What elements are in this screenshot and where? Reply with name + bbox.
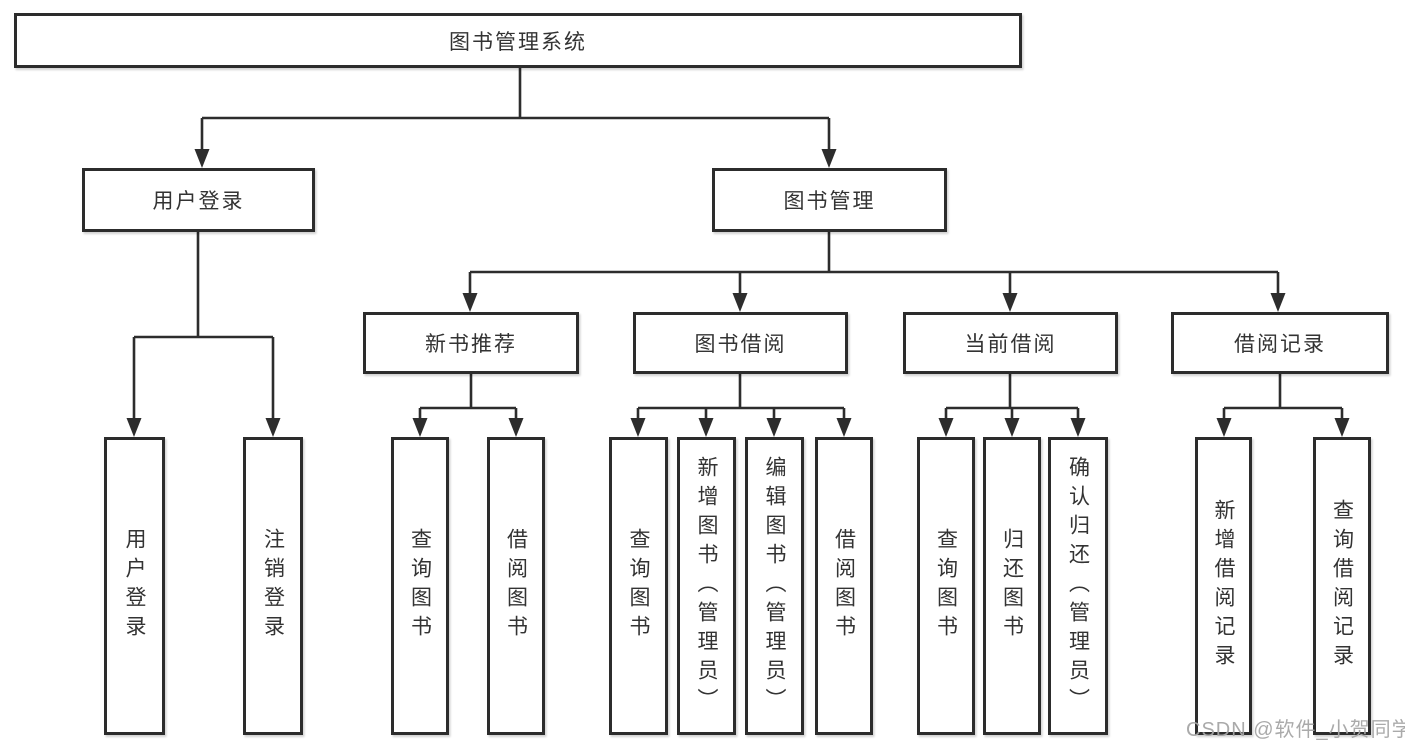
node-records-label: 借阅记录: [1234, 333, 1326, 356]
leaf-borrow-book: 借阅图书: [815, 437, 873, 735]
arrow-down-icon: [265, 418, 281, 437]
leaf-borrow-edit-label: 编辑图书（管理员）: [763, 455, 786, 717]
leaf-logout-label: 注销登录: [261, 528, 285, 644]
leaf-current-confirm-label: 确认归还（管理员）: [1066, 455, 1090, 717]
node-user-login: 用户登录: [82, 168, 315, 232]
leaf-logout: 注销登录: [243, 437, 303, 735]
connector-user-login: [132, 232, 275, 420]
leaf-borrow-query: 查询图书: [609, 437, 668, 735]
leaf-current-query-label: 查询图书: [934, 528, 958, 644]
leaf-borrow-add-label: 新增图书（管理员）: [695, 455, 718, 717]
arrow-down-icon: [938, 418, 954, 437]
connector-borrow: [636, 374, 846, 420]
arrow-down-icon: [412, 418, 428, 437]
node-borrow: 图书借阅: [633, 312, 848, 374]
arrow-down-icon: [821, 149, 837, 168]
connector-current: [944, 374, 1080, 420]
arrow-down-icon: [462, 293, 478, 312]
arrow-down-icon: [1070, 418, 1086, 437]
leaf-current-confirm: 确认归还（管理员）: [1048, 437, 1108, 735]
leaf-borrow-edit: 编辑图书（管理员）: [745, 437, 804, 735]
node-new-book: 新书推荐: [363, 312, 579, 374]
connector-book-mgmt: [468, 232, 1280, 294]
leaf-newbook-query: 查询图书: [391, 437, 449, 735]
leaf-records-add: 新增借阅记录: [1195, 437, 1252, 735]
arrow-down-icon: [1270, 293, 1286, 312]
node-borrow-label: 图书借阅: [694, 333, 787, 356]
node-current: 当前借阅: [903, 312, 1118, 374]
arrow-down-icon: [1002, 293, 1018, 312]
leaf-borrow-query-label: 查询图书: [627, 528, 650, 644]
watermark: CSDN @软件_小贺同学: [1186, 719, 1405, 741]
arrow-down-icon: [630, 418, 646, 437]
node-book-mgmt-label: 图书管理: [783, 190, 876, 213]
node-book-mgmt: 图书管理: [712, 168, 947, 232]
arrow-down-icon: [1004, 418, 1020, 437]
leaf-newbook-borrow-label: 借阅图书: [504, 528, 528, 644]
arrow-down-icon: [1334, 418, 1350, 437]
connector-new-book: [418, 374, 518, 420]
node-new-book-label: 新书推荐: [425, 333, 517, 356]
leaf-newbook-borrow: 借阅图书: [487, 437, 545, 735]
leaf-borrow-add: 新增图书（管理员）: [677, 437, 736, 735]
node-user-login-label: 用户登录: [152, 190, 245, 213]
leaf-user-login-label: 用户登录: [123, 528, 146, 644]
node-root-label: 图书管理系统: [449, 30, 587, 54]
leaf-records-add-label: 新增借阅记录: [1212, 499, 1235, 673]
arrow-down-icon: [1216, 418, 1232, 437]
arrow-down-icon: [732, 293, 748, 312]
arrow-down-icon: [836, 418, 852, 437]
leaf-current-return: 归还图书: [983, 437, 1041, 735]
node-records: 借阅记录: [1171, 312, 1389, 374]
node-root: 图书管理系统: [14, 13, 1022, 68]
arrow-down-icon: [508, 418, 524, 437]
leaf-current-return-label: 归还图书: [1000, 528, 1024, 644]
arrow-down-icon: [126, 418, 142, 437]
leaf-current-query: 查询图书: [917, 437, 975, 735]
node-current-label: 当前借阅: [964, 333, 1057, 356]
leaf-user-login: 用户登录: [104, 437, 165, 735]
arrow-down-icon: [766, 418, 782, 437]
arrow-down-icon: [698, 418, 714, 437]
leaf-newbook-query-label: 查询图书: [408, 528, 432, 644]
leaf-borrow-book-label: 借阅图书: [832, 528, 856, 644]
connector-root: [200, 68, 831, 150]
arrow-down-icon: [194, 149, 210, 168]
connector-records: [1222, 374, 1344, 420]
leaf-records-query: 查询借阅记录: [1313, 437, 1371, 735]
leaf-records-query-label: 查询借阅记录: [1330, 499, 1354, 673]
